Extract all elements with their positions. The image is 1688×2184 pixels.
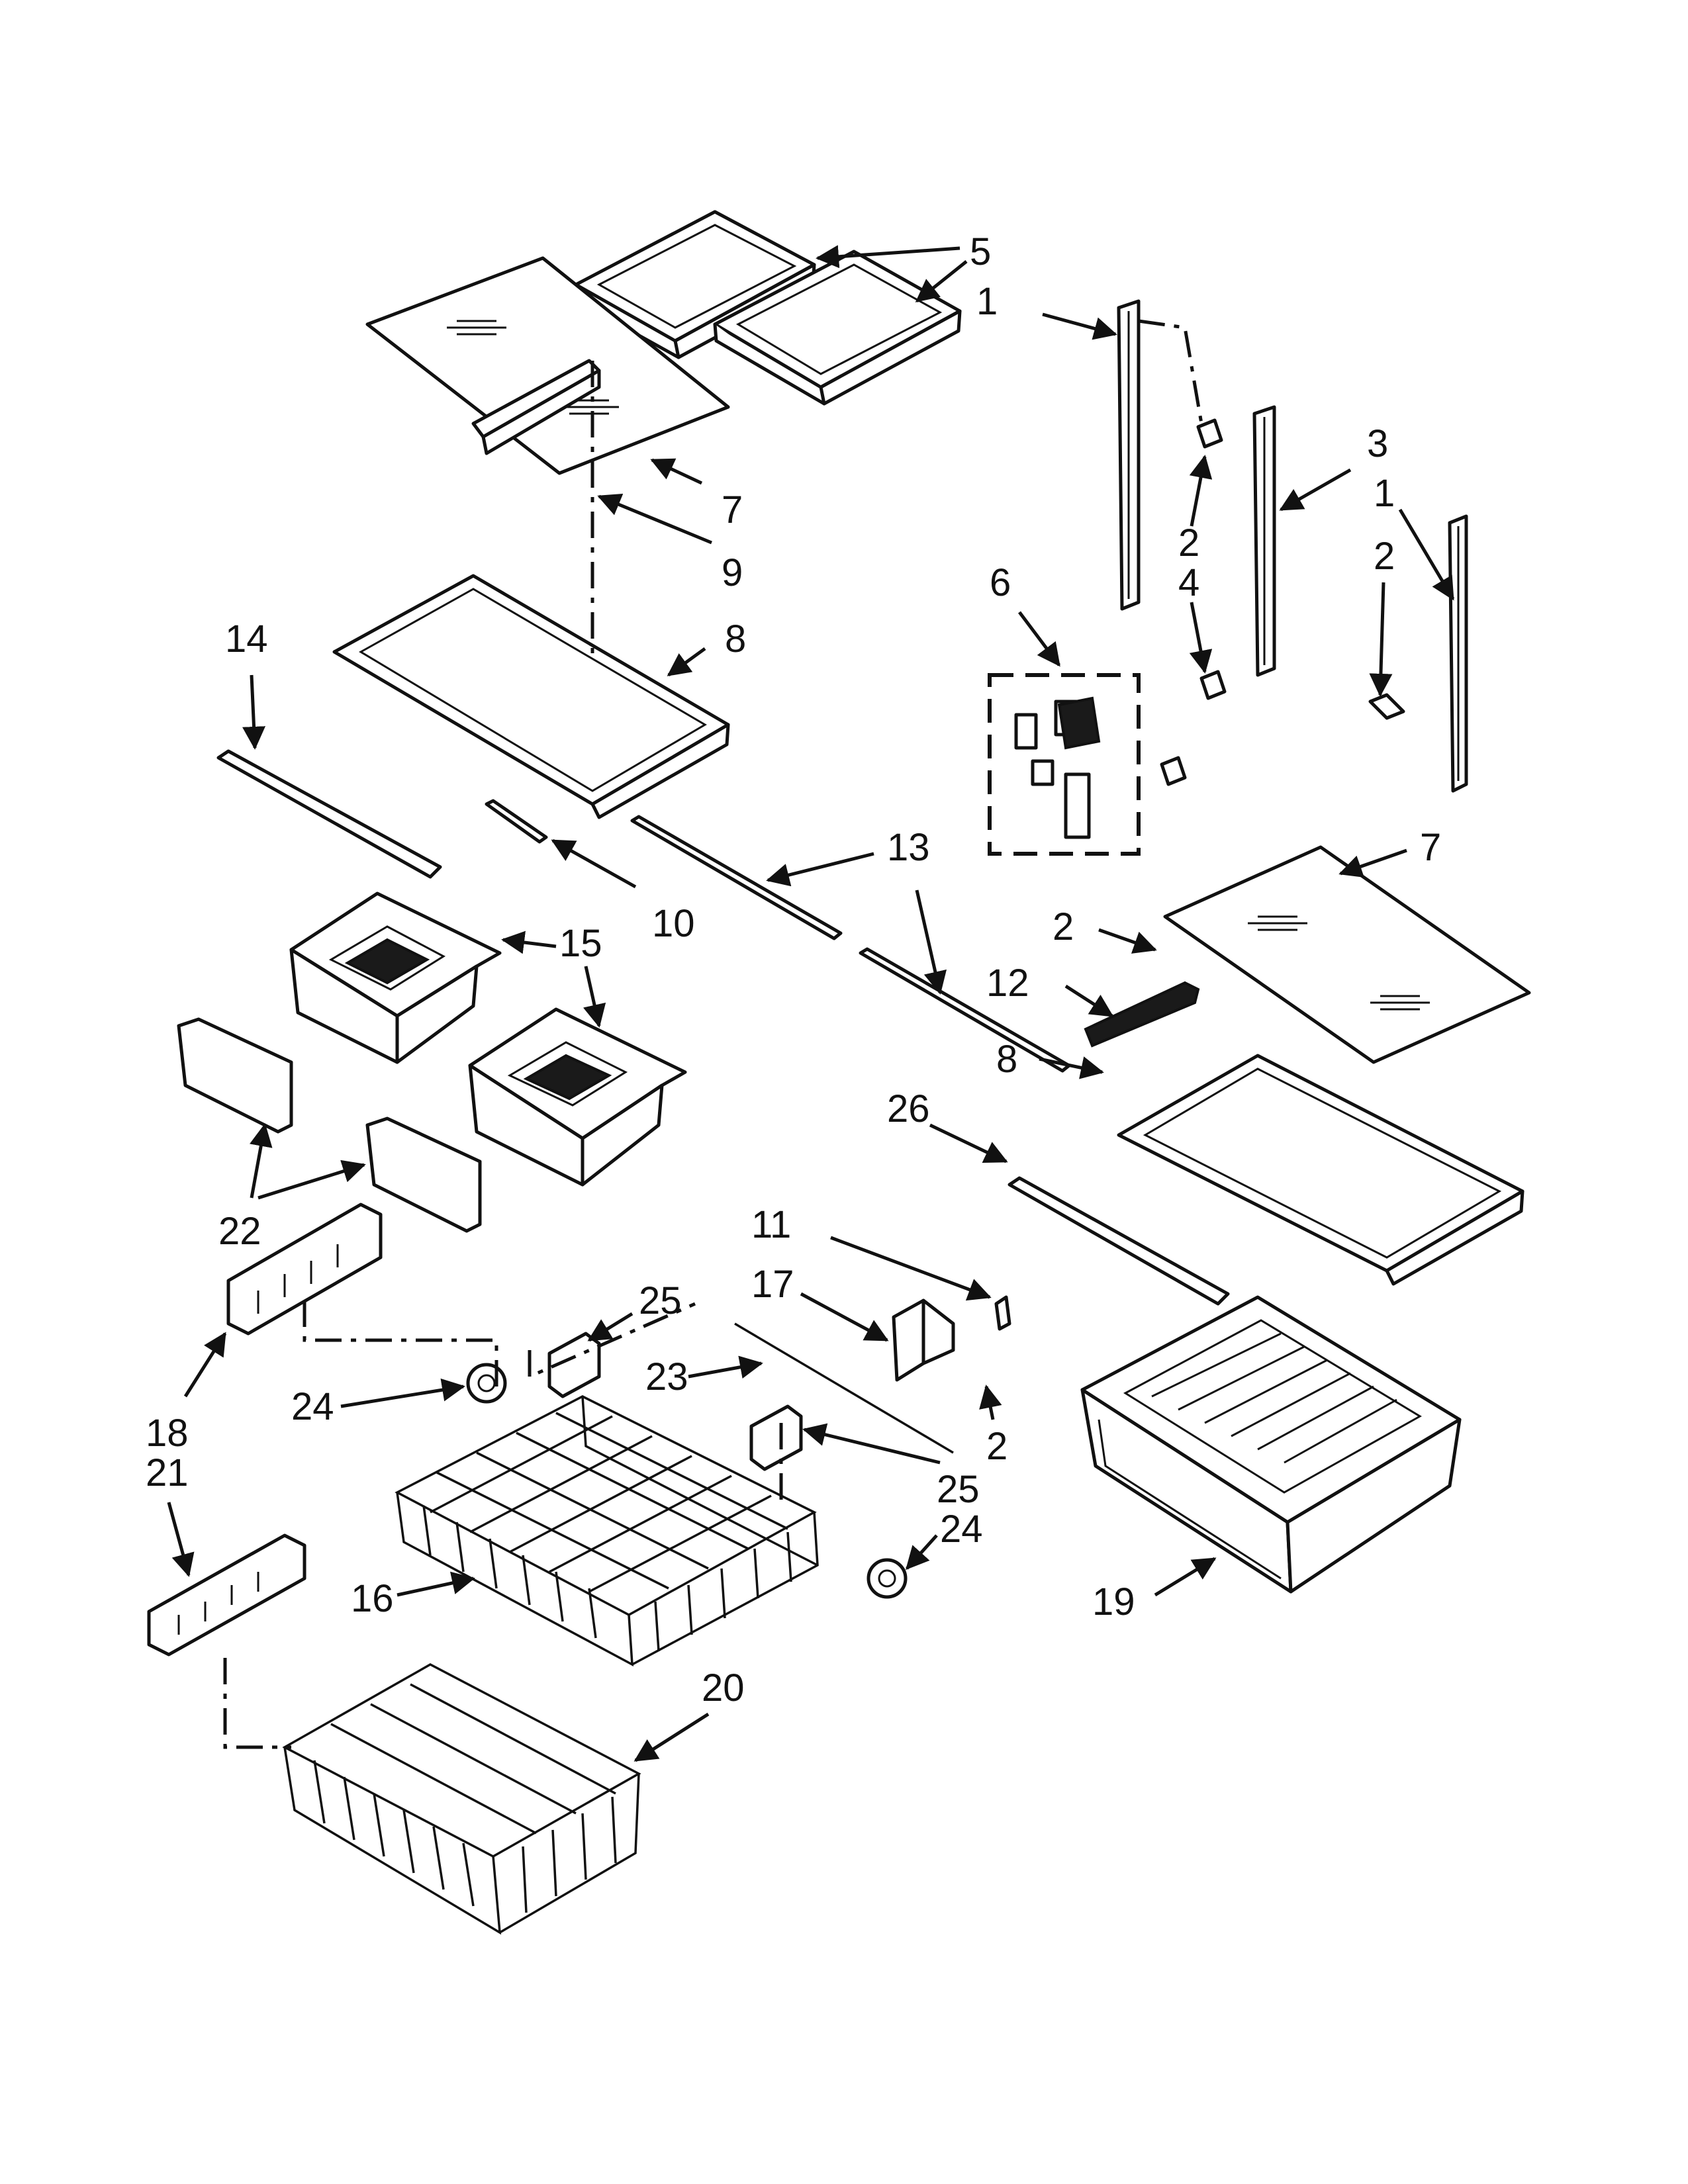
crisper-drawer-part-15-a [289, 891, 502, 1064]
callout-21: 21 [146, 1451, 189, 1494]
crisper-drawer-part-15-b [468, 1007, 687, 1187]
callout-12: 12 [986, 962, 1029, 1005]
shelf-frame-part-8-lower [1117, 1054, 1524, 1286]
callout-2: 2 [986, 1425, 1008, 1468]
trim-part-13 [630, 815, 1071, 1073]
rail-part-21 [147, 1533, 306, 1657]
glass-shelf-part-7-right [1163, 845, 1531, 1064]
drawer-front-part-22 [177, 1017, 482, 1233]
alignment-lines [223, 319, 1203, 1749]
callout-6: 6 [990, 561, 1011, 604]
callout-8: 8 [725, 617, 746, 660]
shelf-ladder-part-1-left [1117, 299, 1141, 611]
callout-8: 8 [996, 1038, 1017, 1081]
roller-part-24-b [867, 1558, 908, 1599]
freezer-pan-part-19 [1080, 1295, 1462, 1594]
shelf-ladder-part-1-right [1448, 514, 1468, 793]
roller-part-24-a [466, 1363, 507, 1404]
callout-25: 25 [639, 1279, 682, 1322]
callout-11: 11 [751, 1203, 791, 1246]
callout-15: 15 [559, 922, 602, 965]
leader-arrows [167, 245, 1455, 1762]
callout-20: 20 [702, 1666, 745, 1709]
trim-part-26 [1008, 1176, 1230, 1306]
shelf-frame-part-8-upper [332, 574, 730, 819]
bracket-part-12 [1084, 981, 1200, 1048]
callout-24: 24 [291, 1385, 334, 1428]
callout-17: 17 [751, 1263, 794, 1306]
shelf-ladder-part-3 [1252, 405, 1276, 677]
callout-10: 10 [652, 902, 695, 945]
divider-part-17 [892, 1298, 955, 1382]
callout-1: 1 [1374, 472, 1395, 515]
bracket-part-25-a [547, 1332, 601, 1398]
callout-16: 16 [351, 1577, 394, 1620]
callout-2: 2 [1374, 535, 1395, 578]
callout-22: 22 [218, 1210, 261, 1253]
clip-part-11 [994, 1295, 1011, 1331]
callout-labels: 5 1 7 9 8 3 1 2 4 2 6 14 10 13 7 2 12 15… [146, 230, 1441, 1709]
rail-part-18 [226, 1203, 383, 1336]
callout-18: 18 [146, 1412, 189, 1455]
callout-26: 26 [887, 1087, 930, 1130]
callout-23: 23 [645, 1355, 688, 1398]
callout-9: 9 [722, 551, 743, 594]
callout-1: 1 [976, 280, 998, 323]
filter-kit-part-6 [988, 673, 1141, 856]
clip-part-10 [485, 799, 548, 844]
screw-icon [1160, 418, 1405, 786]
bracket-part-25-b [749, 1404, 803, 1471]
wire-basket-part-20 [282, 1663, 641, 1935]
callout-7: 7 [1420, 826, 1441, 869]
trim-part-14 [216, 749, 442, 879]
shelf-clip-part-9 [471, 359, 601, 455]
callout-2: 2 [1178, 522, 1199, 565]
callout-13: 13 [887, 826, 930, 869]
callout-7: 7 [722, 488, 743, 531]
callout-2: 2 [1053, 905, 1074, 948]
callout-24: 24 [940, 1508, 983, 1551]
shelf-frame-part-1 [713, 250, 962, 406]
callout-4: 4 [1178, 561, 1199, 604]
callout-25: 25 [937, 1468, 980, 1511]
wire-basket-part-16 [395, 1395, 819, 1667]
callout-14: 14 [225, 617, 268, 660]
callout-5: 5 [970, 230, 991, 273]
callout-19: 19 [1092, 1580, 1135, 1623]
rod-part-23 [734, 1322, 954, 1454]
callout-3: 3 [1367, 422, 1388, 465]
